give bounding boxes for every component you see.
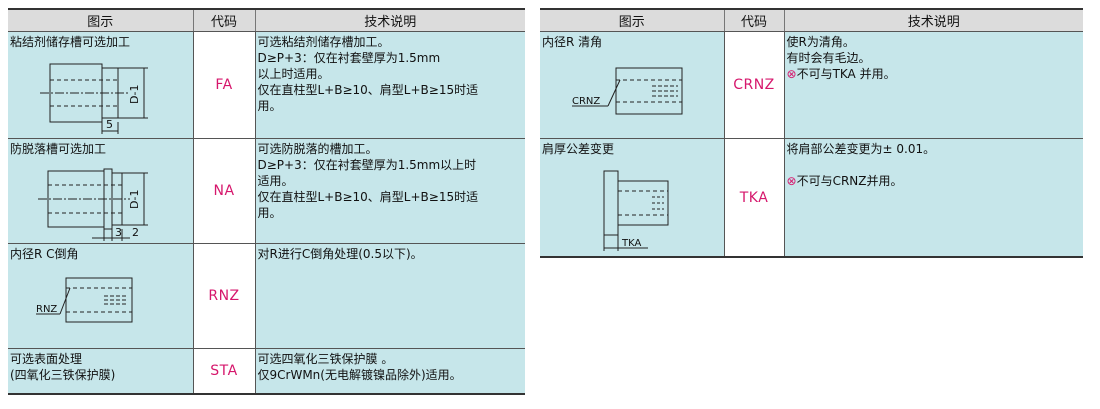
header-spec: 技术说明 — [783, 8, 1083, 32]
spacer — [787, 157, 1082, 173]
note-text: 不可与TKA 并用。 — [796, 67, 896, 81]
desc-line: 用。 — [257, 99, 282, 113]
dim-a-label: 3 — [115, 226, 122, 239]
figure-cell: 内径R C倒角 RNZ — [8, 243, 193, 349]
rnz-chamfer-diagram: RNZ — [36, 277, 133, 323]
option-code: RNZ — [192, 243, 255, 349]
desc-line: 将肩部公差变更为± 0.01。 — [786, 142, 936, 156]
spec-cell: 将肩部公差变更为± 0.01。 ⊗不可与CRNZ并用。 — [783, 138, 1083, 258]
option-name: 肩厚公差变更 — [542, 142, 615, 156]
header-code: 代码 — [192, 8, 255, 32]
header-row: 图示 代码 技术说明 — [540, 8, 1083, 32]
desc-line: 适用。 — [257, 174, 294, 188]
rnz-label: RNZ — [36, 304, 57, 315]
crnz-corner-diagram: CRNZ — [572, 67, 683, 115]
header-figure: 图示 — [8, 8, 193, 32]
desc-line: D≥P+3：仅在衬套壁厚为1.5mm以上时 — [257, 158, 477, 172]
desc-line: 仅9CrWMn(无电解镀镍品除外)适用。 — [257, 368, 462, 382]
figure-cell: 内径R 清角 CRNZ — [540, 31, 724, 139]
table-row: 可选表面处理 (四氧化三铁保护膜) STA 可选四氧化三铁保护膜 。 仅9CrW… — [8, 348, 525, 395]
option-code: CRNZ — [723, 31, 784, 139]
desc-line: 可选粘结剂储存槽加工。 — [257, 35, 390, 49]
option-code: STA — [192, 348, 255, 395]
option-name: 防脱落槽可选加工 — [10, 142, 107, 156]
options-table-right: 图示 代码 技术说明 内径R 清角 — [540, 8, 1083, 258]
desc-line: D≥P+3：仅在衬套壁厚为1.5mm — [257, 51, 441, 65]
table-row: 内径R C倒角 RNZ RNZ — [8, 243, 525, 349]
option-name: 内径R C倒角 — [10, 247, 79, 261]
tka-label: TKA — [621, 238, 641, 249]
fa-groove-diagram: D-1 5 — [40, 63, 148, 134]
prohibited-icon: ⊗ — [786, 67, 797, 81]
table-row: 防脱落槽可选加工 — [8, 138, 525, 244]
note-line: ⊗不可与TKA 并用。 — [787, 66, 1082, 82]
spec-cell: 使R为清角。 有时会有毛边。 ⊗不可与TKA 并用。 — [783, 31, 1083, 139]
desc-line: 以上时适用。 — [257, 67, 330, 81]
table-row: 肩厚公差变更 TKA — [540, 138, 1083, 258]
desc-line: 可选防脱落的槽加工。 — [257, 142, 378, 156]
tka-shoulder-diagram: TKA — [603, 170, 669, 251]
figure-cell: 粘结剂储存槽可选加工 — [8, 31, 193, 139]
dim-b-label: 2 — [132, 226, 139, 239]
options-table-left: 图示 代码 技术说明 粘结剂储存槽可选加工 — [8, 8, 525, 395]
option-code: FA — [192, 31, 255, 139]
desc-line: 用。 — [257, 206, 282, 220]
figure-cell: 防脱落槽可选加工 — [8, 138, 193, 244]
header-row: 图示 代码 技术说明 — [8, 8, 525, 32]
option-name: 内径R 清角 — [542, 35, 603, 49]
option-name: 粘结剂储存槽可选加工 — [10, 35, 131, 49]
figure-cell: 肩厚公差变更 TKA — [540, 138, 724, 258]
crnz-label: CRNZ — [572, 96, 600, 107]
note-text: 不可与CRNZ并用。 — [796, 174, 903, 188]
desc-line: 仅在直柱型L+B≥10、肩型L+B≥15时适 — [257, 190, 479, 204]
figure-cell: 可选表面处理 (四氧化三铁保护膜) — [8, 348, 193, 395]
desc-line: 仅在直柱型L+B≥10、肩型L+B≥15时适 — [257, 83, 479, 97]
option-code: TKA — [723, 138, 784, 258]
desc-line: 使R为清角。 — [786, 35, 855, 49]
spec-cell: 可选防脱落的槽加工。 D≥P+3：仅在衬套壁厚为1.5mm以上时 适用。 仅在直… — [254, 138, 525, 244]
desc-line: 可选四氧化三铁保护膜 。 — [257, 352, 394, 366]
header-spec: 技术说明 — [254, 8, 525, 32]
dim-d-label: D-1 — [128, 190, 141, 209]
option-name: 可选表面处理 — [10, 352, 83, 366]
na-groove-diagram: D-1 3 2 — [38, 168, 148, 241]
header-figure: 图示 — [540, 8, 724, 32]
table-row: 内径R 清角 CRNZ CRNZ — [540, 31, 1083, 139]
header-code: 代码 — [723, 8, 784, 32]
spec-cell: 可选粘结剂储存槽加工。 D≥P+3：仅在衬套壁厚为1.5mm 以上时适用。 仅在… — [254, 31, 525, 139]
prohibited-icon: ⊗ — [786, 174, 797, 188]
dim-d-label: D-1 — [128, 85, 141, 104]
desc-line: 有时会有毛边。 — [786, 51, 871, 65]
spec-cell: 对R进行C倒角处理(0.5以下)。 — [254, 243, 525, 349]
option-code: NA — [192, 138, 255, 244]
desc-line: 对R进行C倒角处理(0.5以下)。 — [257, 247, 423, 261]
option-name: (四氧化三铁保护膜) — [10, 368, 116, 382]
dim-width-label: 5 — [106, 118, 113, 131]
table-row: 粘结剂储存槽可选加工 — [8, 31, 525, 139]
note-line: ⊗不可与CRNZ并用。 — [787, 173, 1082, 189]
spec-cell: 可选四氧化三铁保护膜 。 仅9CrWMn(无电解镀镍品除外)适用。 — [254, 348, 525, 395]
